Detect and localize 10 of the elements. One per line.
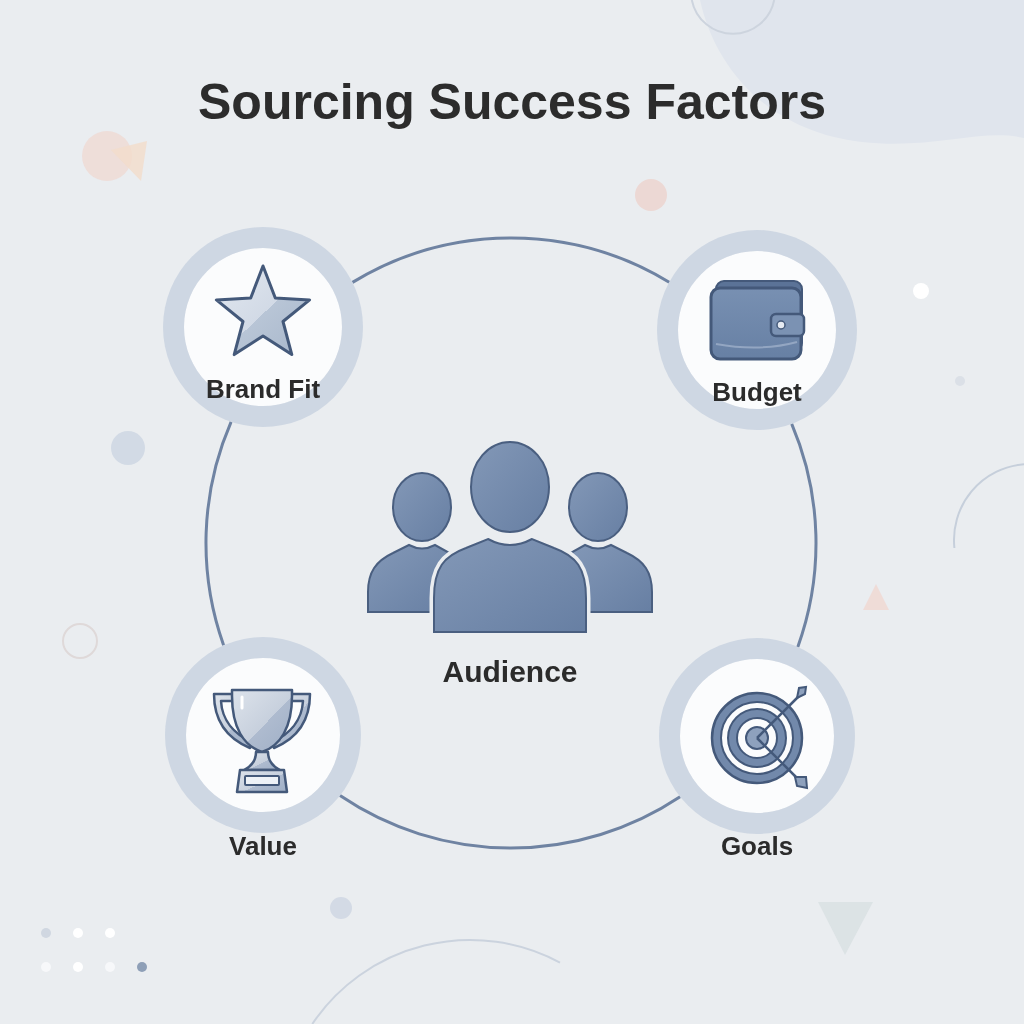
title: Sourcing Success Factors (198, 73, 826, 132)
node-label: Brand Fit (205, 374, 321, 404)
node-label: Value (229, 831, 297, 861)
node-label: Budget (712, 377, 802, 407)
connector-line (339, 794, 681, 850)
connector-line (351, 237, 670, 284)
connector-line (790, 423, 818, 648)
node-label: Audience (442, 657, 578, 687)
node-label: Goals (720, 831, 794, 861)
connector-line (204, 421, 233, 646)
